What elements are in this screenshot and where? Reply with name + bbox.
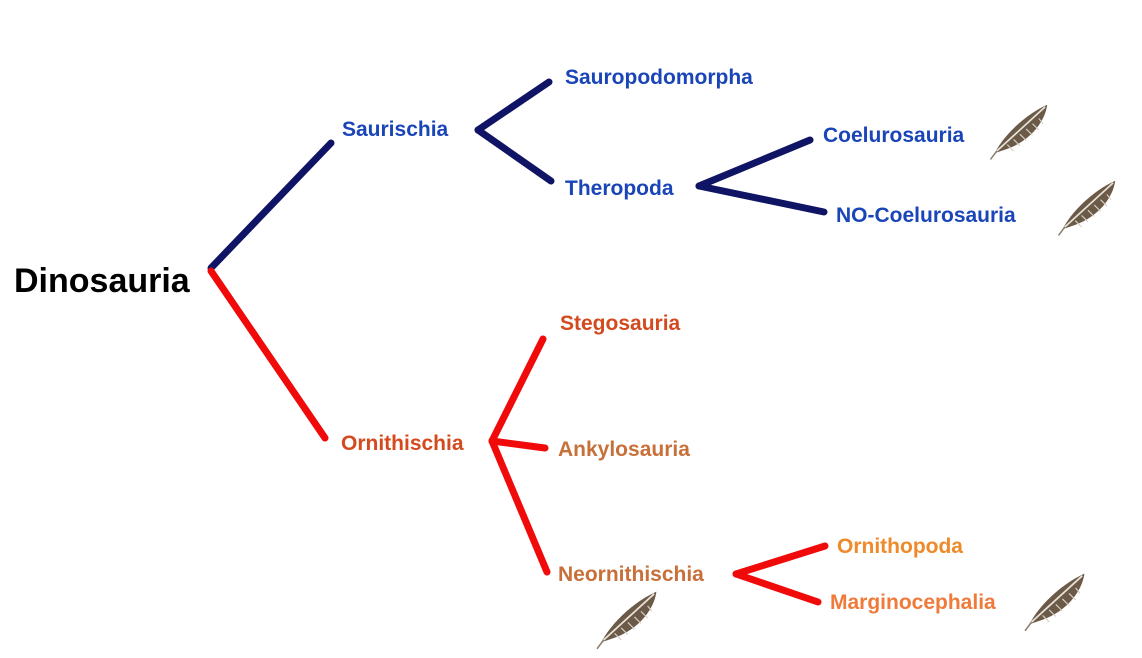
- branch-neornithischia-ornithopoda: [732, 542, 829, 578]
- feather-icon: [989, 103, 1049, 161]
- node-marginocephalia: Marginocephalia: [830, 591, 996, 614]
- branch-ornithischia-stegosauria: [488, 335, 547, 445]
- branch-theropoda-no-coelurosauria: [695, 182, 828, 216]
- branch-theropoda-coelurosauria: [695, 136, 814, 190]
- branch-ornithischia-neornithischia: [488, 437, 551, 576]
- node-theropoda: Theropoda: [565, 177, 674, 200]
- branch-ornithischia-ankylosauria: [488, 437, 549, 452]
- feather-icon: [1057, 179, 1117, 237]
- node-saurischia: Saurischia: [342, 118, 449, 141]
- node-coelurosauria: Coelurosauria: [823, 124, 965, 147]
- branch-saurischia-sauropodomorpha: [474, 78, 553, 134]
- branch-dinosauria-saurischia: [207, 139, 335, 272]
- feather-icon: [596, 590, 658, 650]
- node-neornithischia: Neornithischia: [558, 563, 704, 586]
- node-ornithopoda: Ornithopoda: [837, 535, 963, 558]
- branch-neornithischia-marginocephalia: [732, 570, 822, 606]
- branch-saurischia-theropoda: [474, 126, 555, 185]
- node-no-coelurosauria: NO-Coelurosauria: [836, 204, 1016, 227]
- node-ornithischia: Ornithischia: [341, 432, 464, 455]
- node-ankylosauria: Ankylosauria: [558, 438, 690, 461]
- node-sauropodomorpha: Sauropodomorpha: [565, 66, 753, 89]
- node-stegosauria: Stegosauria: [560, 312, 681, 335]
- node-dinosauria: Dinosauria: [14, 262, 191, 300]
- branch-dinosauria-ornithischia: [207, 267, 329, 442]
- feather-icon: [1024, 572, 1086, 632]
